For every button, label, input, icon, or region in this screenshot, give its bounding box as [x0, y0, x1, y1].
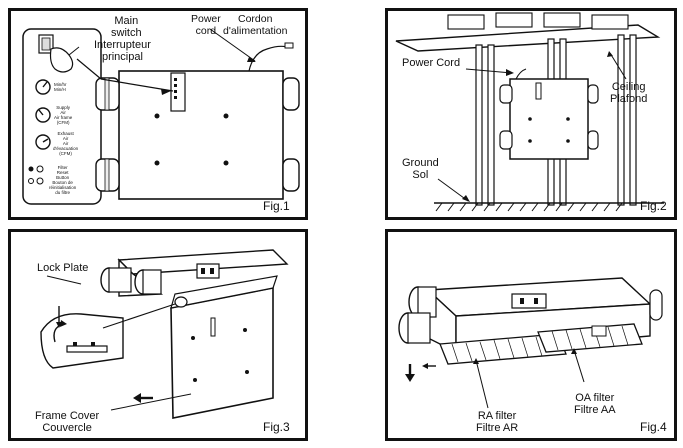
lock-plate — [174, 296, 188, 308]
figure-1-drawing — [22, 28, 300, 205]
figure-1-panel: Main switch Interrupteur principal Power… — [8, 8, 308, 220]
unit-control-module — [196, 263, 220, 279]
figure-1-caption: Fig.1 — [263, 199, 290, 213]
figure-4-drawing — [398, 277, 663, 409]
plug-icon — [284, 42, 294, 49]
power-cord — [515, 68, 527, 80]
finger-pressing-switch — [49, 47, 74, 73]
frame-cover-label: Frame Cover Couvercle — [35, 410, 100, 434]
main-switch-label: Main switch — [111, 15, 142, 39]
ground-label: Ground Sol — [402, 157, 439, 181]
figure-2-drawing — [395, 12, 664, 212]
leader-line — [209, 28, 256, 62]
interrupteur-label: Interrupteur principal — [94, 39, 151, 63]
lock-plate-label: Lock Plate — [37, 262, 89, 274]
lock-plate-detail-callout — [40, 313, 124, 369]
status-led — [28, 166, 34, 172]
ceiling-plate — [395, 24, 661, 52]
filter-reset-label: Filter Reset Button Bouton de réinitiali… — [49, 165, 77, 195]
wall-stud — [487, 44, 495, 206]
power-cord — [248, 45, 288, 72]
wall-stud — [617, 34, 625, 206]
ceiling-label: Ceiling Plafond — [610, 81, 648, 105]
oa-filter-label: OA filter Filtre AA — [574, 392, 616, 416]
supply-air-dial-label: Supply Air Air frame (CFM) — [54, 105, 73, 125]
exhaust-air-dial-label: Exhaust Air Air d'évacuation (CFM) — [53, 131, 79, 156]
figure-2-panel: Power Cord Ceiling Plafond Ground Sol Fi… — [385, 8, 677, 220]
unit-body-front — [118, 70, 284, 200]
ventilation-unit — [509, 78, 589, 160]
power-cord-label: Power Cord — [402, 57, 461, 69]
filter-reset-button — [36, 165, 44, 173]
duct-port — [282, 77, 300, 111]
unit-control-module — [170, 72, 186, 112]
figure-3-panel: Lock Plate Frame Cover Couvercle Fig.3 — [8, 229, 308, 441]
duct-port — [649, 289, 663, 321]
leader-line — [76, 58, 102, 80]
min-hr-dial-label: Min/hr Min/H — [54, 82, 67, 92]
figure-3-caption: Fig.3 — [263, 420, 290, 434]
wall-stud — [475, 44, 483, 206]
duct-port — [282, 158, 300, 192]
figure-2-caption: Fig.2 — [640, 199, 667, 213]
unit-control-module — [511, 293, 547, 309]
figure-4-panel: RA filter Filtre AR OA filter Filtre AA … — [385, 229, 677, 441]
frame-cover — [170, 287, 274, 419]
power-cord-label: Power cord — [191, 13, 221, 37]
cordon-label: Cordon d'alimentation — [223, 13, 288, 37]
ra-filter-label: RA filter Filtre AR — [476, 410, 519, 434]
figure-4-caption: Fig.4 — [640, 420, 667, 434]
wall-stud — [629, 34, 637, 206]
figure-3-drawing — [40, 249, 289, 419]
control-panel-outline — [22, 28, 102, 205]
ra-filter — [439, 333, 567, 365]
